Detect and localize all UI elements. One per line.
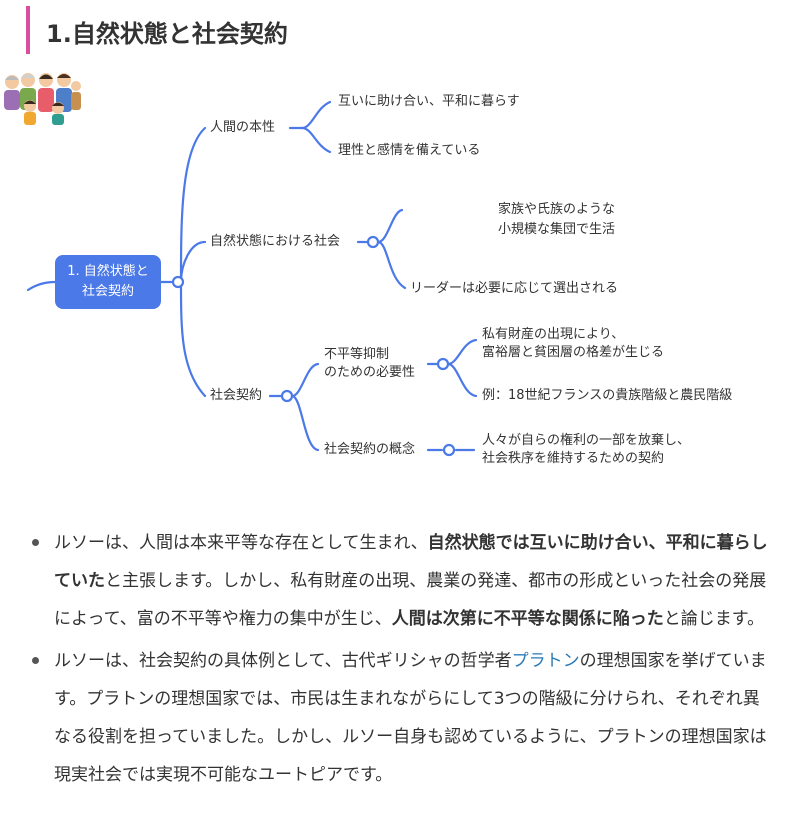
node-contract-concept: 社会契約の概念 [324, 442, 416, 457]
contract-junction-dot [280, 389, 294, 403]
node-inequality-child-2: 例：18世紀フランスの貴族階級と農民階級 [482, 388, 733, 403]
society-to-leader [376, 240, 407, 290]
trunk-to-contract [179, 280, 207, 398]
bullet-2-text-1: ルソーは、社会契約の具体例として、古代ギリシャの哲学者 [54, 651, 512, 671]
plato-link[interactable]: プラトン [511, 651, 580, 671]
bullet-1-text-2: と主張します。しかし、私有財産の出現、農業の発達、都市の形成といった社会の発展に… [54, 571, 767, 629]
sub1-junction-dot [436, 357, 450, 371]
mind-map: 1. 自然状態と 社会契約 人間の本性 互いに助け合い、平和に暮らす 理性と感情… [0, 70, 800, 490]
root-label-line2: 社会契約 [81, 284, 134, 299]
contract-to-sub1 [290, 362, 320, 398]
bullet-1-text-1: ルソーは、人間は本来平等な存在として生まれ、 [54, 533, 428, 553]
bullet-item: ルソーは、社会契約の具体例として、古代ギリシャの哲学者プラトンの理想国家を挙げて… [26, 642, 776, 794]
nature-to-child2 [300, 126, 332, 154]
node-inequality-line2: のための必要性 [324, 365, 416, 380]
section-heading: 1.自然状態と社会契約 [26, 6, 770, 54]
mind-map-root-node: 1. 自然状態と 社会契約 [55, 255, 161, 309]
root-junction-dot [171, 275, 185, 289]
node-nature-child-2: 理性と感情を備えている [338, 143, 481, 158]
node-natural-society: 自然状態における社会 [210, 234, 341, 249]
sub1-to-child2 [446, 362, 478, 398]
root-left-connector [26, 280, 57, 292]
bullet-item: ルソーは、人間は本来平等な存在として生まれ、自然状態では互いに助け合い、平和に暮… [26, 524, 776, 638]
bullet-2-text-2: の理想国家を挙げています。プラトンの理想国家では、市民は生まれながらにして3つの… [54, 651, 767, 785]
node-inequality-child-1b: 富裕層と貧困層の格差が生じる [482, 345, 665, 360]
contract-to-sub2 [290, 394, 320, 452]
node-social-contract: 社会契約 [210, 388, 263, 403]
bullet-1-bold-1: 自然状態では互いに助け合い、平和に暮らしていた [54, 533, 768, 591]
node-inequality-child-1a: 私有財産の出現により、 [482, 327, 625, 342]
bullet-1-bold-2: 人間は次第に不平等な関係に陥った [391, 609, 664, 629]
society-junction-dot [366, 235, 380, 249]
trunk-to-society [179, 240, 207, 284]
society-to-family [376, 208, 404, 244]
node-concept-child-b: 社会秩序を維持するための契約 [482, 451, 665, 466]
sub1-to-child1 [446, 338, 478, 366]
page-title: 1.自然状態と社会契約 [46, 20, 288, 48]
node-society-child-2: リーダーは必要に応じて選出される [410, 281, 619, 296]
node-concept-child-a: 人々が自らの権利の一部を放棄し、 [482, 433, 691, 448]
family-illustration-icon [4, 73, 81, 125]
trunk-to-nature [179, 126, 207, 284]
node-human-nature: 人間の本性 [210, 120, 276, 135]
bullet-list: ルソーは、人間は本来平等な存在として生まれ、自然状態では互いに助け合い、平和に暮… [26, 524, 776, 798]
sub2-junction-dot [442, 443, 456, 457]
mind-map-connectors [26, 100, 478, 457]
node-society-child-1b: 小規模な集団で生活 [498, 222, 616, 237]
node-inequality-line1: 不平等抑制 [324, 347, 390, 362]
root-label-line1: 1. 自然状態と [67, 264, 149, 279]
bullet-1-text-3: と論じます。 [663, 609, 765, 629]
nature-to-child1 [288, 100, 332, 130]
node-nature-child-1: 互いに助け合い、平和に暮らす [338, 94, 520, 109]
node-society-child-1a: 家族や氏族のような [498, 202, 616, 217]
